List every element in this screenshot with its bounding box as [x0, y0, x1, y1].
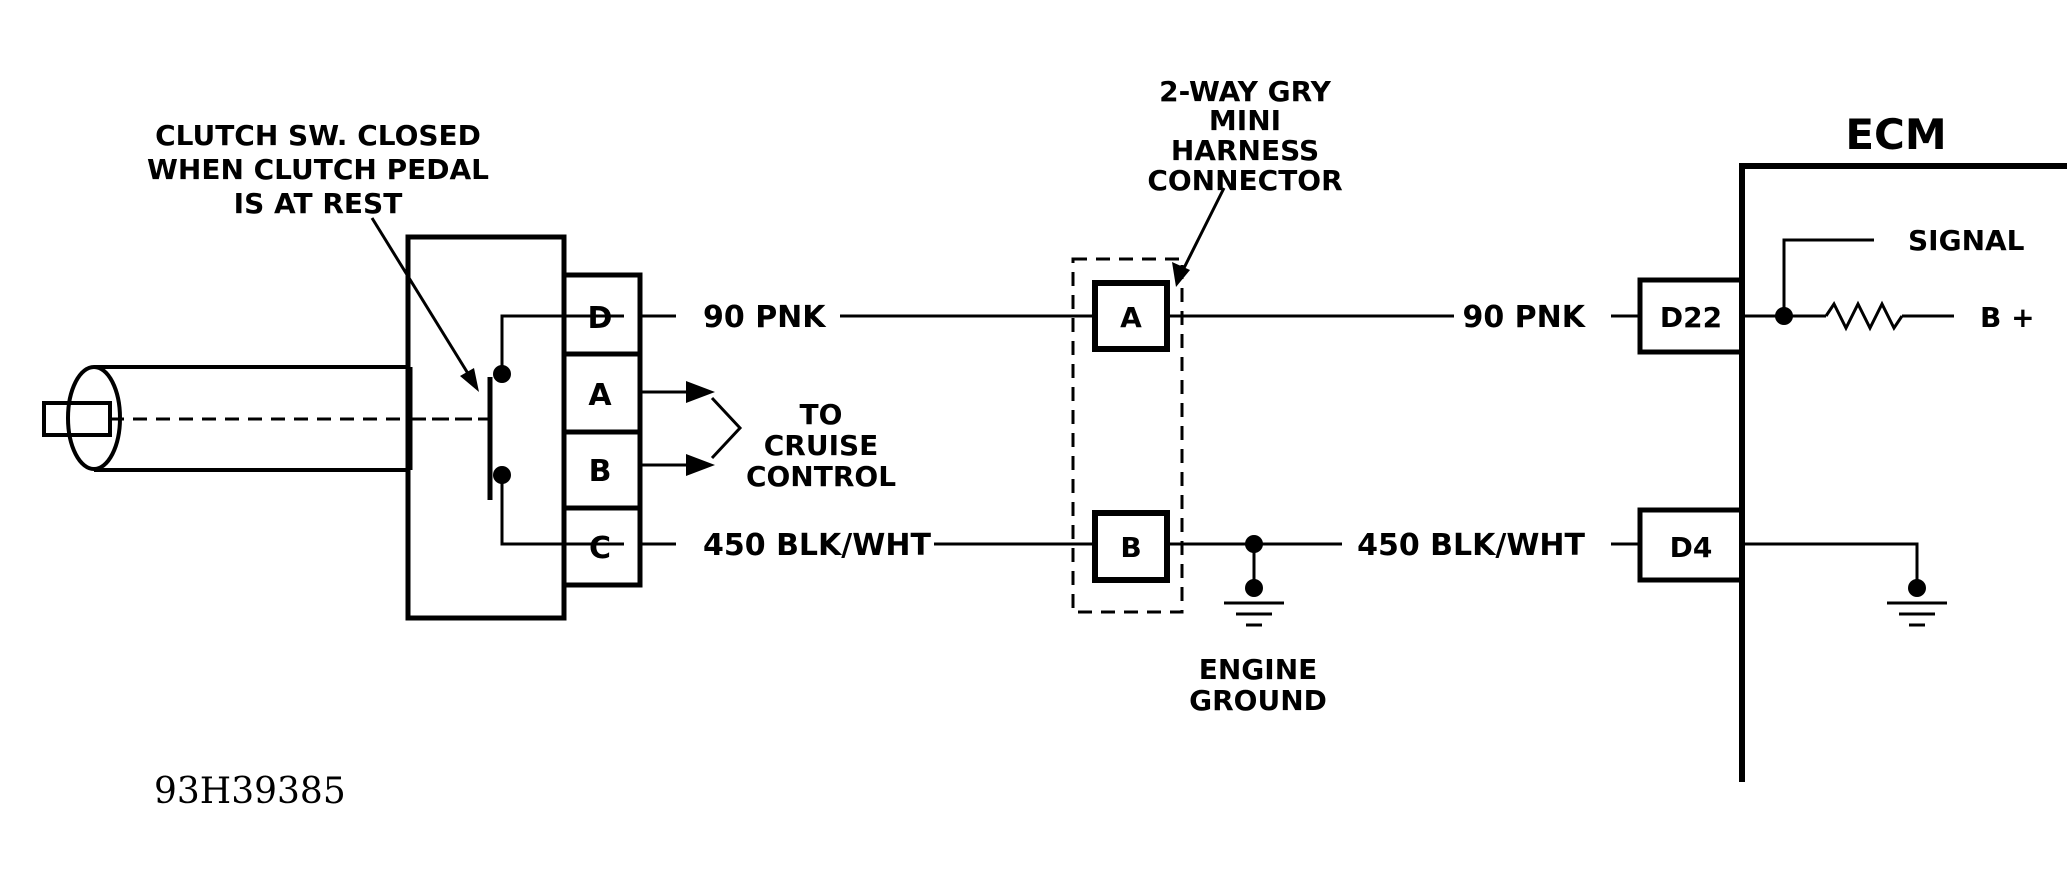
switch-contacts [487, 314, 624, 546]
switch-terminal-b-label: B [589, 454, 612, 489]
arrow-a [686, 381, 715, 403]
ecm-terminal-d4-label: D4 [1670, 531, 1713, 564]
clutch-switch: D A B C CLUTCH SW. CLOSED WHEN CLUTCH PE… [42, 119, 643, 621]
ecm: ECM D22 D4 SIGNAL B + [1637, 110, 2067, 782]
connector-outline [1071, 257, 1184, 614]
cruise-label-line-2: CRUISE [764, 429, 879, 462]
switch-body [405, 234, 567, 621]
harness-connector: A B 2-WAY GRY MINI HARNESS CONNECTOR [1071, 75, 1343, 614]
wire-bottom-right-label: 450 BLK/WHT [1357, 528, 1585, 563]
cruise-label-line-1: TO [800, 398, 843, 431]
connector-terminal-b-label: B [1120, 531, 1141, 564]
signal-label: SIGNAL [1908, 224, 2025, 257]
engine-ground-label-line-1: ENGINE [1199, 653, 1318, 686]
engine-ground: ENGINE GROUND [1189, 535, 1327, 717]
ground-icon [1224, 601, 1284, 627]
switch-terminal-c-label: C [589, 531, 611, 566]
supply-label: B + [1980, 301, 2035, 334]
connector-label-line-2: MINI [1209, 104, 1281, 137]
resistor-icon [1824, 300, 1904, 332]
arrow-b [686, 454, 715, 476]
switch-terminals: D A B C [561, 272, 643, 588]
connector-label-line-3: HARNESS [1171, 134, 1319, 167]
connector-terminal-b [1092, 510, 1170, 583]
ground-icon [1887, 601, 1947, 627]
ecm-boundary [1739, 163, 2067, 782]
wire-top-right-label: 90 PNK [1462, 300, 1586, 335]
wire-top-left-label: 90 PNK [703, 300, 827, 335]
switch-terminal-d-label: D [588, 301, 613, 336]
wire-90-pnk: 90 PNK 90 PNK [640, 300, 1640, 335]
figure-id: 93H39385 [154, 771, 346, 812]
switch-label-leader [370, 217, 479, 392]
switch-terminal-c [561, 505, 643, 588]
ecm-terminal-d22-label: D22 [1660, 301, 1722, 334]
ecm-title: ECM [1845, 110, 1946, 159]
connector-label-line-1: 2-WAY GRY [1159, 75, 1331, 108]
cruise-label-line-3: CONTROL [746, 460, 896, 493]
connector-terminal-a [1092, 280, 1170, 352]
connector-label-leader [1172, 187, 1226, 287]
cruise-control-outputs: TO CRUISE CONTROL [640, 381, 896, 493]
switch-terminal-a-label: A [588, 378, 612, 413]
ecm-ground [1742, 542, 1947, 627]
signal-circuit: SIGNAL B + [1742, 224, 2035, 334]
switch-label-line-1: CLUTCH SW. CLOSED [155, 119, 481, 152]
engine-ground-label-line-2: GROUND [1189, 684, 1327, 717]
clutch-cable [42, 365, 490, 472]
wire-bottom-left-label: 450 BLK/WHT [703, 528, 931, 563]
cruise-bracket [710, 396, 743, 460]
switch-label-line-2: WHEN CLUTCH PEDAL [147, 153, 489, 186]
connector-terminal-a-label: A [1120, 301, 1142, 334]
switch-label-line-3: IS AT REST [234, 187, 403, 220]
connector-label-line-4: CONNECTOR [1147, 164, 1342, 197]
